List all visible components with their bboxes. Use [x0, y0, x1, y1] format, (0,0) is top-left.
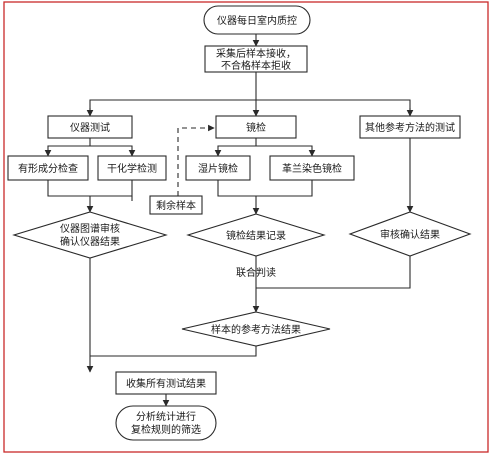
instrument-review-line-2: 确认仪器结果 — [60, 235, 120, 248]
microscopy-box — [215, 115, 297, 139]
start-terminal — [203, 5, 311, 35]
start-label: 仪器每日室内质控 — [217, 14, 297, 27]
wet-mount-label: 湿片镜检 — [198, 162, 238, 175]
instrument-test-label: 仪器测试 — [70, 121, 110, 134]
arrow-to-formed — [44, 138, 91, 157]
confirm-to-joint — [256, 256, 411, 289]
instrument-test-box — [47, 115, 133, 139]
instrument-review-diamond — [12, 211, 168, 259]
arrow-to-gram — [256, 145, 316, 157]
remaining-sample-box — [149, 195, 203, 215]
reference-to-collect — [90, 346, 257, 357]
gram-stain-box — [269, 155, 355, 181]
arrow-to-dry — [90, 145, 136, 157]
microscopy-label: 镜检 — [246, 121, 266, 134]
analysis-terminal — [115, 405, 217, 441]
dry-chemistry-label: 干化学检测 — [107, 162, 157, 175]
merge-microscopy — [217, 180, 313, 197]
receipt-line-2: 不合格样本拒收 — [221, 59, 291, 72]
branch-line — [89, 99, 411, 116]
microscopy-record-label: 镜检结果记录 — [226, 229, 286, 242]
analysis-line-1: 分析统计进行 — [136, 410, 196, 423]
receipt-box — [204, 45, 308, 73]
microscopy-record-diamond — [186, 213, 326, 257]
arrow-to-wet — [214, 138, 257, 157]
other-methods-label: 其他参考方法的测试 — [365, 121, 455, 134]
analysis-line-2: 复检规则的筛选 — [131, 423, 201, 436]
review-confirm-diamond — [348, 211, 472, 257]
collect-results-box — [115, 371, 217, 395]
dry-chemistry-box — [97, 155, 167, 181]
gram-stain-label: 革兰染色镜检 — [282, 162, 342, 175]
receipt-line-1: 采集后样本接收， — [216, 47, 296, 60]
remaining-sample-label: 剩余样本 — [156, 199, 196, 212]
collect-results-label: 收集所有测试结果 — [126, 377, 206, 390]
reference-result-label: 样本的参考方法结果 — [211, 323, 301, 336]
joint-interpretation-label: 联合判读 — [236, 266, 276, 279]
formed-elements-label: 有形成分检查 — [18, 162, 78, 175]
formed-elements-box — [7, 155, 89, 181]
wet-mount-box — [185, 155, 251, 181]
instrument-review-line-1: 仪器图谱审核 — [60, 222, 120, 235]
merge-instrument — [47, 180, 133, 197]
outer-frame — [3, 1, 489, 453]
reference-result-diamond — [181, 311, 331, 347]
other-methods-box — [359, 115, 461, 139]
review-confirm-label: 审核确认结果 — [380, 228, 440, 241]
